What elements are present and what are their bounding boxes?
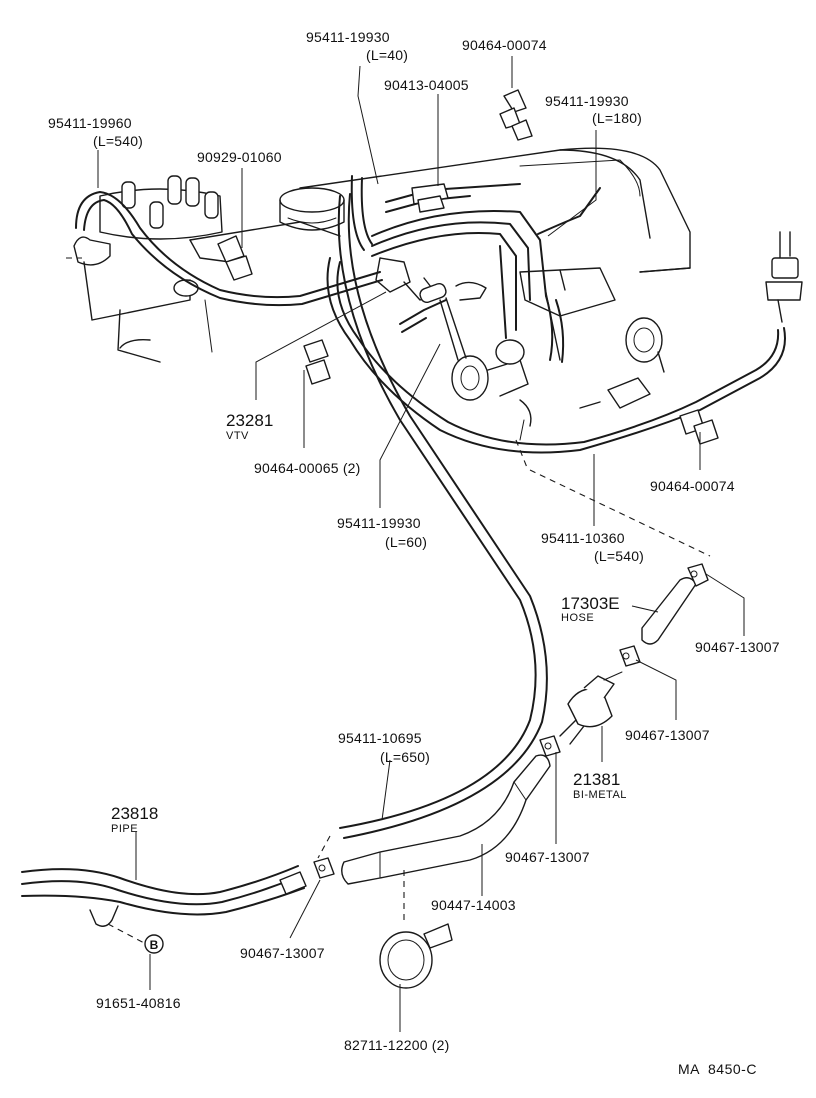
label-p18-number: 90467-13007 [505, 849, 590, 865]
label-p9-number: 95411-19930 [337, 515, 421, 531]
label-p5-number: 95411-19960 [48, 115, 132, 131]
label-p4-note: (L=180) [592, 110, 643, 126]
label-p13-number: 90467-13007 [695, 639, 780, 655]
label-p17-number: 23818 [111, 804, 159, 823]
clip-90467-13007-a [687, 563, 709, 587]
label-p15-note: BI-METAL [573, 789, 627, 801]
label-p21-number: 91651-40816 [96, 995, 181, 1011]
label-p10-number: 90464-00074 [650, 478, 735, 494]
label-p2-number: 90464-00074 [462, 37, 547, 53]
label-p4-number: 95411-19930 [545, 93, 629, 109]
label-p7-number: 23281 [226, 411, 274, 430]
label-p6-number: 90929-01060 [197, 149, 282, 165]
hose-90447-14003 [341, 754, 551, 885]
label-p17-note: PIPE [111, 823, 139, 835]
clip-90467-13007-b [619, 645, 641, 667]
hose-17303e [641, 577, 697, 645]
clamp-90464-00074-top [499, 89, 533, 141]
label-p8-number: 90464-00065 (2) [254, 460, 361, 476]
vtv-valve [375, 257, 487, 361]
label-p11-number: 95411-10360 [541, 530, 625, 546]
label-p16-number: 95411-10695 [338, 730, 422, 746]
hoses [75, 175, 786, 839]
label-p1-note: (L=40) [366, 47, 409, 63]
pipe-23818 [21, 865, 307, 945]
connector-90413-04005 [411, 183, 449, 213]
label-p1-number: 95411-19930 [306, 29, 390, 45]
label-p12-note: HOSE [561, 612, 595, 624]
label-p19-number: 90447-14003 [431, 897, 516, 913]
temperature-sensor [765, 231, 803, 323]
label-p14-number: 90467-13007 [625, 727, 710, 743]
clip-90467-13007-d [313, 857, 335, 879]
label-p3-number: 90413-04005 [384, 77, 469, 93]
label-p15-number: 21381 [573, 770, 621, 789]
label-p9-note: (L=60) [385, 534, 428, 550]
clamp-90464-00065 [303, 339, 331, 385]
label-p16-note: (L=650) [380, 749, 431, 765]
label-p22-number: 82711-12200 (2) [344, 1037, 450, 1053]
clamp-90929-01060 [217, 235, 253, 281]
band-clamp-82711-12200 [379, 923, 453, 989]
clip-90467-13007-c [539, 735, 561, 757]
label-p11-note: (L=540) [594, 548, 645, 564]
label-p12-number: 17303E [561, 594, 620, 613]
callout-b-symbol: B [150, 938, 159, 952]
bimetal-valve [559, 671, 623, 745]
diagram-reference: MA 8450-C [678, 1061, 757, 1077]
label-p20-number: 90467-13007 [240, 945, 325, 961]
engine-drawing [66, 147, 803, 471]
label-p7-note: VTV [226, 430, 249, 442]
leader-lines [97, 56, 745, 1032]
clamp-90464-00074-right [679, 409, 719, 445]
label-p5-note: (L=540) [93, 133, 144, 149]
